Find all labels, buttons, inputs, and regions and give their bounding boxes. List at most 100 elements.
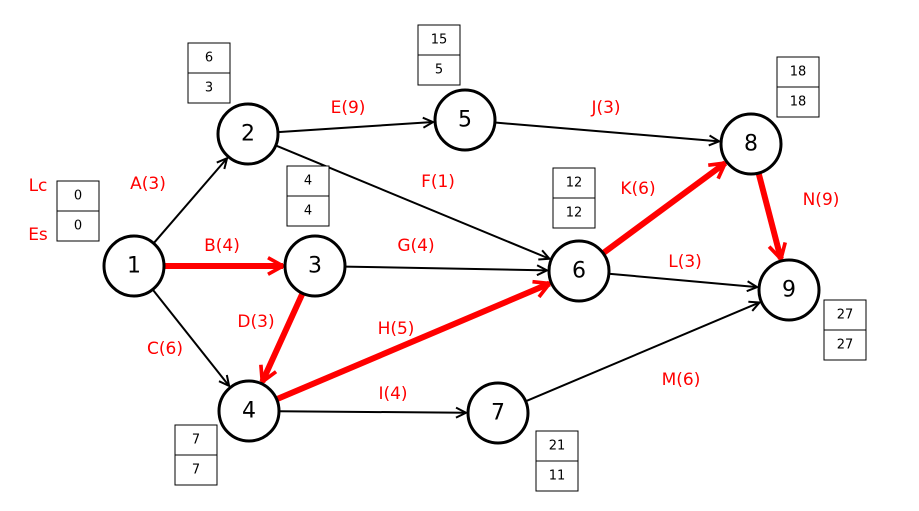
node-5: 5 xyxy=(433,88,497,152)
time-box-es-cell xyxy=(174,454,218,486)
node-label: 5 xyxy=(458,108,472,133)
edge-label-4-6: H(5) xyxy=(378,319,415,339)
node-label: 3 xyxy=(308,254,322,279)
edge-label-2-6: F(1) xyxy=(421,172,455,192)
time-box-lc-cell xyxy=(174,424,218,456)
edge-label-6-9: L(3) xyxy=(668,252,702,272)
edge-3-6 xyxy=(344,267,547,271)
node-circle xyxy=(433,88,497,152)
edge-4-6-critical xyxy=(275,283,550,403)
node-circle xyxy=(102,234,166,298)
time-box-lc-cell xyxy=(776,56,820,88)
lc-value-node-1: 0 xyxy=(74,189,82,204)
edge-label-1-4: C(6) xyxy=(147,339,183,359)
time-box-lc-cell xyxy=(56,180,100,212)
time-box-node-3: 44 xyxy=(286,165,330,227)
node-label: 9 xyxy=(782,278,796,303)
node-7: 7 xyxy=(466,381,530,445)
edge-label-7-9: M(6) xyxy=(662,370,701,390)
node-8: 8 xyxy=(719,112,783,176)
time-box-node-9: 27 27 xyxy=(823,299,867,361)
es-value-node-9: 27 xyxy=(837,338,854,353)
lc-value-node-7: 21 xyxy=(549,439,566,454)
time-box-es-cell xyxy=(535,460,579,492)
es-value-node-2: 3 xyxy=(205,81,213,96)
legend: Lc Es xyxy=(28,176,48,245)
es-value-node-1: 0 xyxy=(74,219,82,234)
edge-label-5-8: J(3) xyxy=(590,98,620,118)
edge-3-4-critical xyxy=(262,292,306,382)
node-circle xyxy=(283,234,347,298)
edge-label-2-5: E(9) xyxy=(331,98,366,118)
edge-4-7 xyxy=(278,411,466,413)
time-box-es-cell xyxy=(776,86,820,118)
es-value-node-5: 5 xyxy=(435,63,443,78)
edge-7-9 xyxy=(525,302,760,403)
node-circle xyxy=(757,258,821,322)
es-value-node-7: 11 xyxy=(549,469,566,484)
es-value-node-6: 12 xyxy=(566,206,583,221)
lc-value-node-3: 4 xyxy=(304,174,312,189)
lc-value-node-4: 7 xyxy=(192,433,200,448)
time-box-lc-cell xyxy=(823,299,867,331)
time-box-node-5: 15 5 xyxy=(417,24,461,86)
node-9: 9 xyxy=(757,258,821,322)
time-box-node-6: 12 12 xyxy=(552,167,596,229)
edge-8-9-critical xyxy=(755,172,781,259)
time-box-node-2: 63 xyxy=(187,42,231,104)
time-box-node-4: 77 xyxy=(174,424,218,486)
node-1: 1 xyxy=(102,234,166,298)
edge-2-6 xyxy=(275,144,550,258)
time-box-lc-cell xyxy=(417,24,461,56)
es-value-node-8: 18 xyxy=(790,95,807,110)
node-circle xyxy=(217,379,281,443)
edge-label-3-4: D(3) xyxy=(237,312,274,332)
time-box-es-cell xyxy=(417,54,461,86)
node-4: 4 xyxy=(217,379,281,443)
edge-2-5 xyxy=(277,122,433,134)
edge-label-1-2: A(3) xyxy=(130,174,166,194)
time-box-es-cell xyxy=(552,197,596,229)
node-label: 8 xyxy=(744,132,758,157)
lc-value-node-5: 15 xyxy=(431,33,448,48)
lc-value-node-8: 18 xyxy=(790,65,807,80)
time-box-es-cell xyxy=(286,195,330,227)
node-3: 3 xyxy=(283,234,347,298)
node-label: 6 xyxy=(572,259,586,284)
edge-label-1-3: B(4) xyxy=(204,236,240,256)
node-label: 7 xyxy=(491,401,505,426)
node-2: 2 xyxy=(216,102,280,166)
edge-6-9 xyxy=(608,272,757,287)
lc-value-node-2: 6 xyxy=(205,51,213,66)
edge-label-3-6: G(4) xyxy=(397,236,434,256)
node-label: 2 xyxy=(241,122,255,147)
time-box-lc-cell xyxy=(187,42,231,74)
edge-label-8-9: N(9) xyxy=(803,190,840,210)
node-label: 4 xyxy=(242,399,256,424)
node-circle xyxy=(216,102,280,166)
edge-label-6-8: K(6) xyxy=(620,179,655,199)
lc-value-node-6: 12 xyxy=(566,176,583,191)
time-box-lc-cell xyxy=(552,167,596,199)
time-box-es-cell xyxy=(823,329,867,361)
edge-5-8 xyxy=(494,121,719,142)
time-box-es-cell xyxy=(56,210,100,242)
legend-lc-label: Lc xyxy=(29,176,48,196)
node-label: 1 xyxy=(127,254,141,279)
es-value-node-4: 7 xyxy=(192,463,200,478)
time-box-node-1: 00 xyxy=(56,180,100,242)
legend-es-label: Es xyxy=(28,225,48,245)
edge-label-4-7: I(4) xyxy=(378,384,407,404)
es-value-node-3: 4 xyxy=(304,204,312,219)
lc-value-node-9: 27 xyxy=(837,308,854,323)
node-circle xyxy=(719,112,783,176)
time-box-lc-cell xyxy=(535,430,579,462)
edge-1-4 xyxy=(151,288,229,386)
edges-layer: A(3) B(4) C(6) D(3) E(9) F(1) G(4) H(5) I(4) J(3)… xyxy=(130,98,839,413)
time-box-node-7: 21 11 xyxy=(535,430,579,492)
time-box-es-cell xyxy=(187,72,231,104)
